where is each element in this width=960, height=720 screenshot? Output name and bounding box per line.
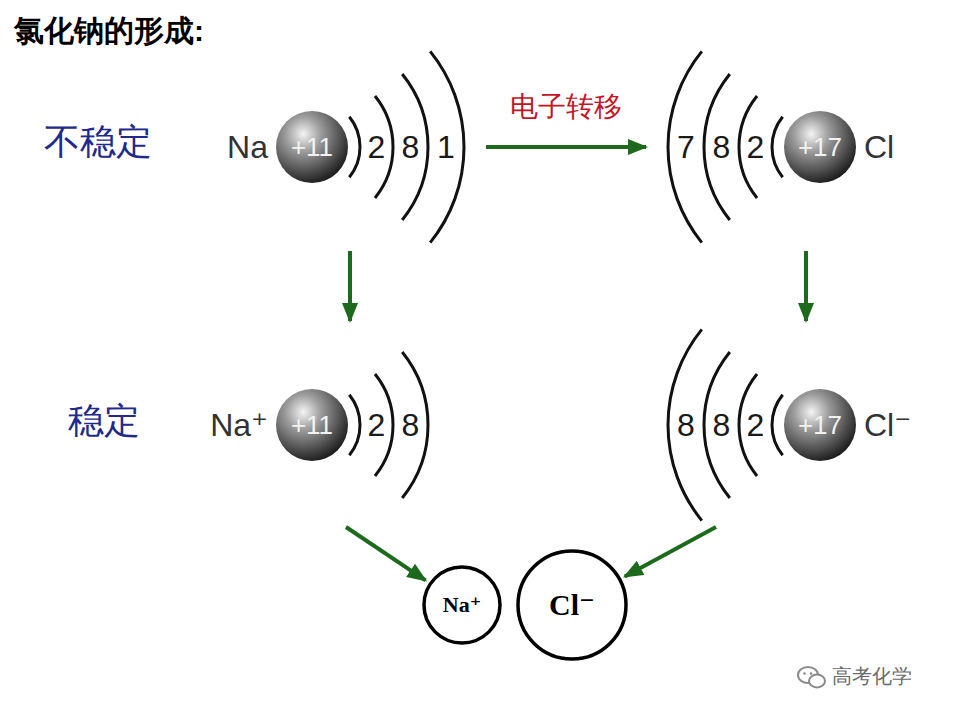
transition-arrow: [625, 527, 716, 576]
electron-shell-arc: [349, 117, 360, 177]
ion-outline-circle: [518, 551, 626, 659]
nuclear-charge: +17: [798, 134, 842, 160]
shell-electron-count: 8: [713, 131, 731, 163]
shell-electron-count: 8: [402, 131, 420, 163]
shell-electron-count: 8: [713, 409, 731, 441]
transition-arrow: [346, 527, 425, 580]
ion-circle: Cl⁻: [516, 549, 628, 661]
electron-shell-arc: [704, 352, 730, 498]
ion-circle: Na⁺: [422, 565, 502, 645]
electron-shell-arc: [668, 329, 702, 520]
watermark: 高考化学: [832, 666, 912, 686]
element-symbol: Na⁺: [210, 409, 268, 441]
diagram-title: 氯化钠的形成:: [14, 16, 204, 46]
shell-electron-count: 8: [402, 409, 420, 441]
transition-arrow: [486, 145, 646, 149]
electron-shell-arc: [668, 51, 702, 242]
nucleus-sphere: [276, 111, 348, 183]
shell-electron-count: 1: [437, 131, 455, 163]
electron-shell-arc: [349, 395, 360, 455]
transition-arrow: [348, 251, 352, 321]
element-symbol: Na: [227, 131, 268, 163]
nucleus-sphere: [784, 111, 856, 183]
electron-shell-arc: [402, 352, 428, 498]
atom-model: Na⁺ +11 28: [142, 325, 482, 525]
edge-label: 电子转移: [506, 93, 626, 121]
atom-model: 882+17Cl⁻: [650, 325, 960, 525]
electron-shell-arc: [772, 117, 783, 177]
shell-electron-count: 2: [747, 131, 765, 163]
shell-electron-count: 2: [368, 131, 386, 163]
transition-arrow: [804, 251, 808, 321]
nuclear-charge: +11: [291, 134, 333, 160]
nuclear-charge: +11: [291, 412, 333, 438]
nucleus-sphere: [784, 389, 856, 461]
nucleus-sphere: [276, 389, 348, 461]
electron-shell-arc: [402, 74, 428, 220]
electron-shell-arc: [704, 74, 730, 220]
shell-electron-count: 2: [747, 409, 765, 441]
shell-electron-count: 8: [677, 409, 695, 441]
watermark-icon: [796, 664, 828, 692]
state-label: 不稳定: [44, 124, 152, 160]
state-label: 稳定: [68, 403, 140, 439]
nuclear-charge: +17: [798, 412, 842, 438]
element-symbol: Cl: [864, 131, 894, 163]
shell-electron-count: 7: [677, 131, 695, 163]
electron-shell-arc: [772, 395, 783, 455]
atom-model: 782 +17 Cl: [650, 47, 960, 247]
ion-symbol: Na⁺: [443, 594, 482, 616]
atom-model: Na +11 281: [142, 47, 482, 247]
element-symbol: Cl⁻: [864, 409, 911, 441]
ion-outline-circle: [424, 567, 500, 643]
shell-electron-count: 2: [368, 409, 386, 441]
electron-shell-arc: [430, 51, 464, 242]
ion-symbol: Cl⁻: [549, 590, 595, 620]
